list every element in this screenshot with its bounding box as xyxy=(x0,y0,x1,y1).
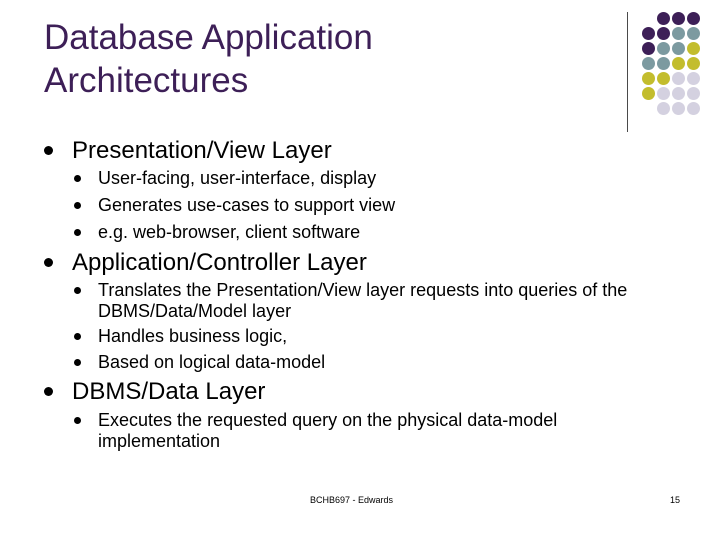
decorative-dot xyxy=(642,42,655,55)
decorative-dot xyxy=(672,72,685,85)
decorative-dot xyxy=(687,72,700,85)
bullet-mark xyxy=(44,387,53,396)
slide-title-line-2: Architectures xyxy=(44,61,249,100)
decorative-dot xyxy=(672,57,685,70)
title-divider-line xyxy=(627,12,628,132)
bullet-mark xyxy=(44,258,53,267)
sub-bullet-text: Handles business logic, xyxy=(98,326,288,346)
decorative-dot xyxy=(687,87,700,100)
sub-bullet-mark xyxy=(74,229,81,236)
sub-bullet-mark xyxy=(74,333,81,340)
decorative-dot xyxy=(672,27,685,40)
sub-bullet-mark xyxy=(74,417,81,424)
decorative-dot xyxy=(687,12,700,25)
decorative-dot xyxy=(657,87,670,100)
sub-bullet-text: User-facing, user-interface, display xyxy=(98,168,377,188)
sub-bullet-mark xyxy=(74,359,81,366)
sub-bullet-text: Generates use-cases to support view xyxy=(98,195,396,215)
decorative-dot xyxy=(642,57,655,70)
sub-bullet-mark xyxy=(74,175,81,182)
bullet-heading: Presentation/View Layer xyxy=(72,137,332,164)
decorative-dot xyxy=(657,42,670,55)
decorative-dot xyxy=(642,72,655,85)
decorative-dot xyxy=(687,102,700,115)
decorative-dot xyxy=(687,57,700,70)
slide-title: Database Application Architectures xyxy=(44,16,604,102)
sub-bullet-mark xyxy=(74,287,81,294)
decorative-dot xyxy=(657,57,670,70)
sub-bullet-text: e.g. web-browser, client software xyxy=(98,222,361,242)
sub-bullet-text: Based on logical data-model xyxy=(98,352,326,372)
bullet-heading: Application/Controller Layer xyxy=(72,249,367,276)
decorative-dot xyxy=(687,27,700,40)
page-number: 15 xyxy=(669,495,680,505)
decorative-dot xyxy=(657,72,670,85)
decorative-dot xyxy=(642,87,655,100)
decorative-dot xyxy=(657,102,670,115)
bullet-heading: DBMS/Data Layer xyxy=(72,378,266,405)
decorative-dot xyxy=(687,42,700,55)
decorative-dot xyxy=(672,12,685,25)
bullet-mark xyxy=(44,146,53,155)
slide-title-line-1: Database Application xyxy=(44,18,373,57)
sub-bullet-text: Executes the requested query on the phys… xyxy=(98,410,558,451)
decorative-dot xyxy=(672,42,685,55)
decorative-dot xyxy=(657,12,670,25)
decorative-dot-grid xyxy=(640,10,720,130)
decorative-dot xyxy=(657,27,670,40)
decorative-dot xyxy=(672,102,685,115)
decorative-dot xyxy=(642,27,655,40)
sub-bullet-text: Translates the Presentation/View layer r… xyxy=(98,280,628,321)
footer-text: BCHB697 - Edwards xyxy=(310,495,394,505)
decorative-dot xyxy=(672,87,685,100)
sub-bullet-mark xyxy=(74,202,81,209)
